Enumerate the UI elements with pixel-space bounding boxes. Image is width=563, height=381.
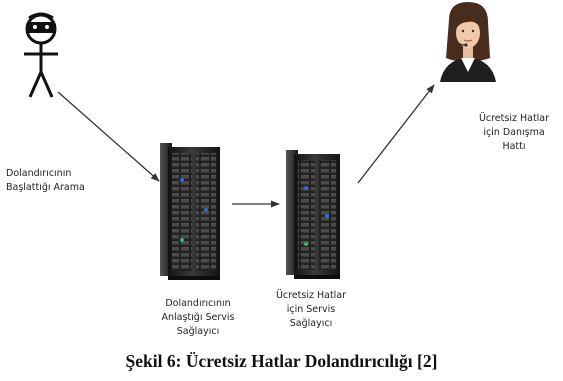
provider1-label-line-3: Sağlayıcı (176, 326, 220, 337)
server-2-icon (286, 150, 340, 279)
provider2-label: Ücretsiz Hatlar için Servis Sağlayıcı (256, 289, 366, 331)
caller-label-line-1: Dolandırıcının (6, 168, 72, 179)
caller-label-line-2: Başlattığı Arama (6, 182, 85, 193)
provider1-label: Dolandırıcının Anlaştığı Servis Sağlayıc… (143, 297, 253, 339)
helpline-label-line-3: Hattı (502, 141, 526, 152)
helpline-label-line-2: için Danışma (483, 127, 545, 138)
provider2-label-line-2: için Servis (286, 304, 336, 315)
provider1-label-line-1: Dolandırıcının (165, 298, 231, 309)
helpline-label: Ücretsiz Hatlar için Danışma Hattı (469, 112, 559, 154)
helpline-label-line-1: Ücretsiz Hatlar (478, 113, 550, 124)
caller-label: Dolandırıcının Başlattığı Arama (6, 167, 85, 195)
fraudster-icon (24, 12, 58, 98)
operator-icon (440, 2, 496, 82)
figure-caption: Şekil 6: Ücretsiz Hatlar Dolandırıcılığı… (125, 351, 438, 371)
server-1-icon (160, 143, 220, 280)
arrow-caller-to-provider1 (57, 91, 160, 182)
provider1-label-line-2: Anlaştığı Servis (161, 312, 235, 323)
provider2-label-line-3: Sağlayıcı (289, 318, 333, 329)
arrow-provider2-to-helpline (357, 84, 435, 184)
provider2-label-line-1: Ücretsiz Hatlar (275, 290, 347, 301)
